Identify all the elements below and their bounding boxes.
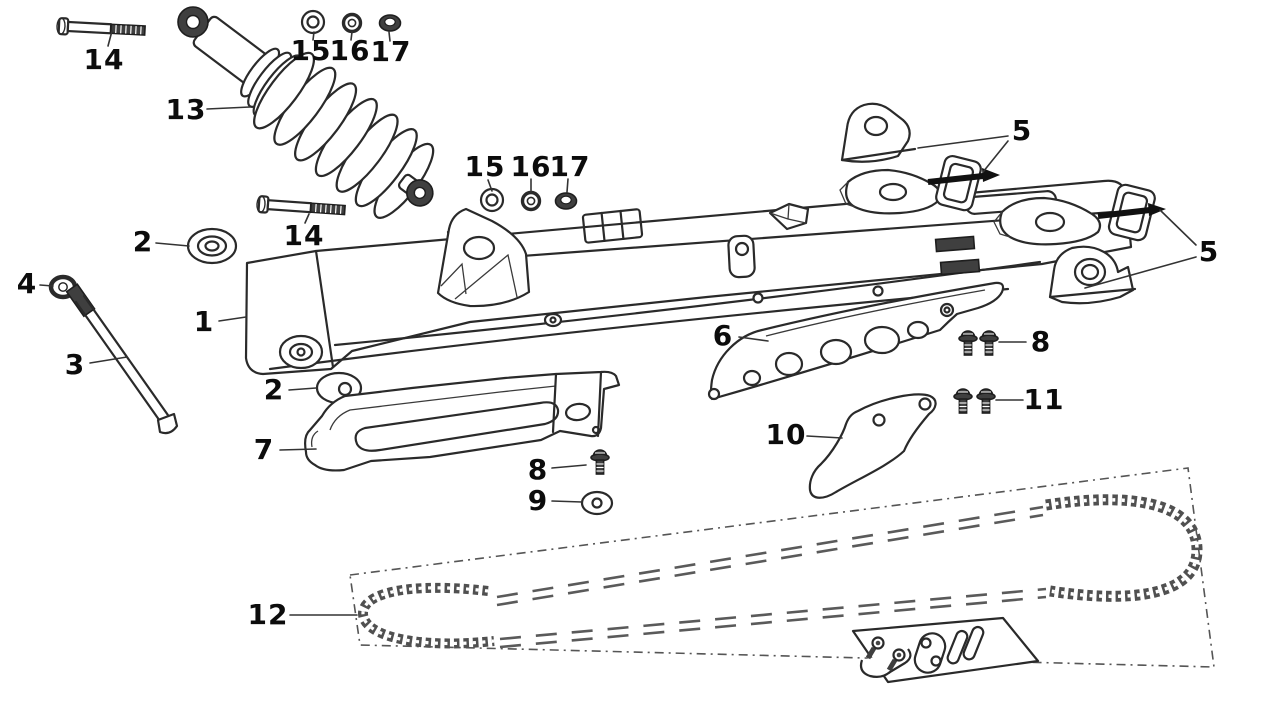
- chain-guard-plate: [707, 281, 1005, 401]
- shock-absorber: [177, 6, 435, 219]
- washer-15-mid: [479, 187, 505, 213]
- pivot-axle: [65, 283, 179, 435]
- nut-17-mid: [554, 192, 578, 210]
- ring-16-top: [341, 12, 363, 34]
- shock-bolt-mid: [255, 194, 347, 220]
- washer-9: [580, 490, 614, 516]
- drive-chain: [349, 467, 1215, 684]
- bolt-11-pair: [953, 388, 996, 414]
- nut-17-top: [378, 14, 402, 32]
- shock-bolt-top: [55, 16, 147, 40]
- washer-15-top: [300, 9, 326, 35]
- chain-case: [304, 370, 621, 472]
- bolt-8-single: [590, 449, 610, 475]
- bolt-8-pair: [958, 330, 999, 356]
- master-link-kit: [851, 616, 1040, 684]
- swingarm: [244, 179, 1133, 376]
- chain-adjuster-top: [839, 102, 1000, 215]
- chain-guide: [808, 393, 937, 499]
- ring-16-mid: [520, 190, 542, 212]
- seal-top: [186, 227, 238, 265]
